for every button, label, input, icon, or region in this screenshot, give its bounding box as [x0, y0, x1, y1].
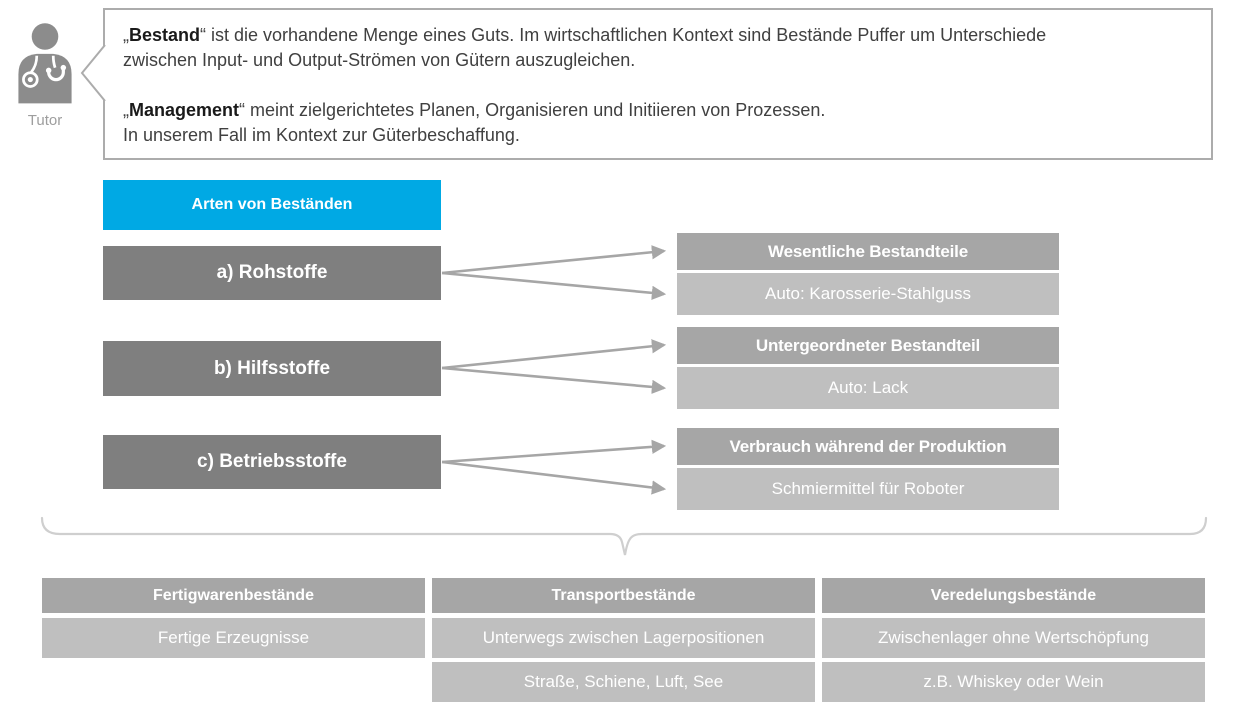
speech-bubble: „Bestand“ ist die vorhandene Menge eines… — [103, 8, 1213, 160]
bottom-cell: Unterwegs zwischen Lagerpositionen — [432, 618, 815, 658]
detail-title-box-3: Verbrauch während der Produktion — [677, 428, 1059, 465]
bottom-header-label: Veredelungsbestände — [930, 586, 1097, 604]
tutor-label: Tutor — [27, 112, 63, 129]
detail-title-label: Verbrauch während der Produktion — [729, 436, 1007, 456]
detail-example-label: Auto: Karosserie-Stahlguss — [765, 284, 971, 303]
bubble-text-line2: zwischen Input- und Output-Strömen von G… — [123, 50, 636, 70]
bubble-text-line3: In unserem Fall im Kontext zur Güterbesc… — [123, 125, 520, 145]
detail-title-label: Untergeordneter Bestandteil — [755, 335, 981, 355]
arrow-a-example — [441, 271, 667, 300]
bottom-cell: Fertige Erzeugnisse — [42, 618, 425, 658]
bubble-text: “ ist die vorhandene Menge eines Guts. I… — [200, 25, 1047, 45]
bottom-cell: Straße, Schiene, Luft, See — [432, 662, 815, 702]
arrow-b-example — [441, 366, 667, 395]
arrow-c-example — [441, 460, 667, 495]
spacer — [123, 73, 1195, 98]
detail-title-box-1: Wesentliche Bestandteile — [677, 233, 1059, 270]
bold-term-bestand: Bestand — [129, 25, 201, 45]
bottom-header-veredelung: Veredelungsbestände — [822, 578, 1205, 613]
quote-open: „ — [123, 25, 129, 45]
bottom-header-transport: Transportbestände — [432, 578, 815, 613]
bottom-cell-label: z.B. Whiskey oder Wein — [923, 672, 1104, 691]
type-box-hilfsstoffe: b) Hilfsstoffe — [103, 341, 441, 396]
bottom-header-fertigwaren: Fertigwarenbestände — [42, 578, 425, 613]
detail-example-label: Auto: Lack — [827, 378, 909, 397]
detail-example-box-1: Auto: Karosserie-Stahlguss — [677, 273, 1059, 315]
bottom-cell-label: Zwischenlager ohne Wertschöpfung — [878, 628, 1149, 647]
type-label: c) Betriebsstoffe — [197, 451, 347, 472]
bottom-cell: z.B. Whiskey oder Wein — [822, 662, 1205, 702]
types-header-box: Arten von Beständen — [103, 180, 441, 230]
detail-example-box-3: Schmiermittel für Roboter — [677, 468, 1059, 510]
quote-open: „ — [123, 100, 129, 120]
types-header-label: Arten von Beständen — [191, 196, 353, 213]
bottom-header-label: Fertigwarenbestände — [153, 586, 314, 604]
type-label: a) Rohstoffe — [216, 262, 328, 283]
bubble-paragraph-management: „Management“ meint zielgerichtetes Plane… — [123, 98, 1195, 148]
bottom-cell-label: Unterwegs zwischen Lagerpositionen — [482, 628, 765, 647]
bottom-cell-label: Straße, Schiene, Luft, See — [523, 672, 724, 691]
tutor-icon — [18, 23, 72, 104]
speech-bubble-tail — [80, 44, 106, 102]
tutor-figure — [12, 20, 78, 113]
arrow-a-title — [441, 245, 667, 275]
bubble-paragraph-bestand: „Bestand“ ist die vorhandene Menge eines… — [123, 23, 1195, 73]
type-box-betriebsstoffe: c) Betriebsstoffe — [103, 435, 441, 489]
detail-example-box-2: Auto: Lack — [677, 367, 1059, 409]
bottom-cell-label: Fertige Erzeugnisse — [157, 628, 310, 647]
bottom-cell: Zwischenlager ohne Wertschöpfung — [822, 618, 1205, 658]
detail-title-box-2: Untergeordneter Bestandteil — [677, 327, 1059, 364]
detail-title-label: Wesentliche Bestandteile — [768, 241, 968, 261]
bottom-header-label: Transportbestände — [551, 586, 696, 604]
type-box-rohstoffe: a) Rohstoffe — [103, 246, 441, 300]
arrow-b-title — [441, 339, 667, 370]
detail-example-label: Schmiermittel für Roboter — [771, 479, 965, 498]
type-label: b) Hilfsstoffe — [213, 357, 331, 379]
bold-term-management: Management — [129, 100, 240, 120]
bubble-text: “ meint zielgerichtetes Planen, Organisi… — [239, 100, 826, 120]
arrow-c-title — [441, 439, 667, 464]
